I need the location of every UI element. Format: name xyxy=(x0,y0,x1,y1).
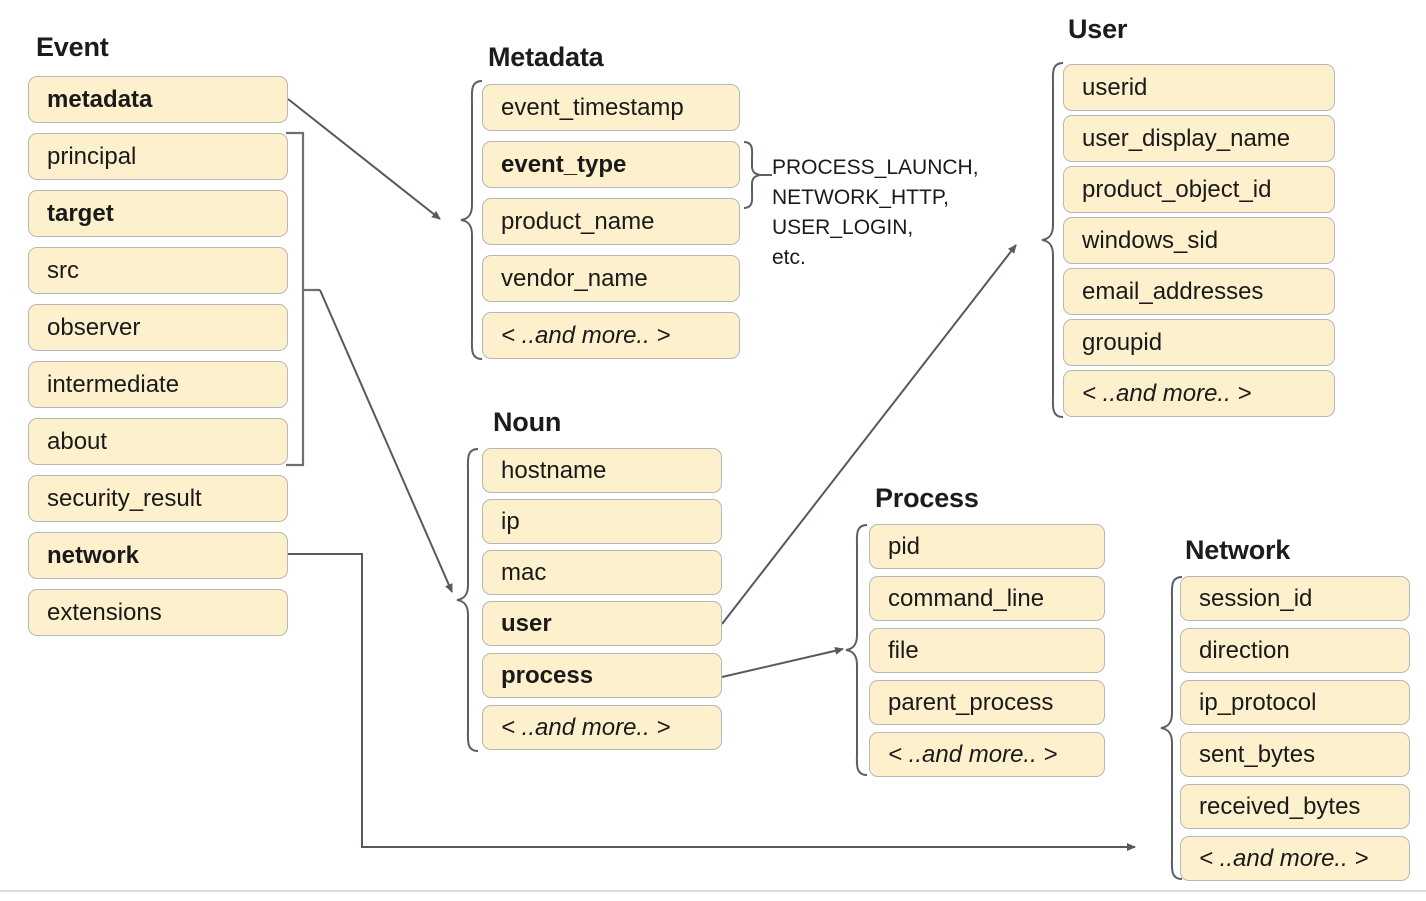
brace-process xyxy=(845,524,868,776)
brace-user xyxy=(1041,62,1064,418)
field-network-sent-bytes[interactable]: sent_bytes xyxy=(1180,732,1410,777)
field-metadata-and-more[interactable]: < ..and more.. > xyxy=(482,312,740,359)
field-event-target[interactable]: target xyxy=(28,190,288,237)
field-process-and-more[interactable]: < ..and more.. > xyxy=(869,732,1105,777)
group-title-event: Event xyxy=(36,32,109,62)
field-network-direction[interactable]: direction xyxy=(1180,628,1410,673)
field-user-product-object-id[interactable]: product_object_id xyxy=(1063,166,1335,213)
field-noun-and-more[interactable]: < ..and more.. > xyxy=(482,705,722,750)
connector-noun xyxy=(319,289,453,593)
field-noun-ip[interactable]: ip xyxy=(482,499,722,544)
field-user-userid[interactable]: userid xyxy=(1063,64,1335,111)
field-noun-process[interactable]: process xyxy=(482,653,722,698)
group-title-process: Process xyxy=(875,483,979,513)
event-type-values-note: PROCESS_LAUNCH, NETWORK_HTTP, USER_LOGIN… xyxy=(772,156,979,269)
field-metadata-event-type[interactable]: event_type xyxy=(482,141,740,188)
brace-network xyxy=(1160,576,1183,880)
event-noun-bracket xyxy=(286,131,305,467)
field-event-principal[interactable]: principal xyxy=(28,133,288,180)
field-event-about[interactable]: about xyxy=(28,418,288,465)
field-user-user-display-name[interactable]: user_display_name xyxy=(1063,115,1335,162)
field-user-email-addresses[interactable]: email_addresses xyxy=(1063,268,1335,315)
field-process-command-line[interactable]: command_line xyxy=(869,576,1105,621)
field-network-and-more[interactable]: < ..and more.. > xyxy=(1180,836,1410,881)
brace-event-type-values xyxy=(743,141,761,209)
field-event-security-result[interactable]: security_result xyxy=(28,475,288,522)
connector-process xyxy=(721,646,844,678)
field-network-session-id[interactable]: session_id xyxy=(1180,576,1410,621)
field-noun-user[interactable]: user xyxy=(482,601,722,646)
brace-metadata xyxy=(460,80,483,360)
field-event-network[interactable]: network xyxy=(28,532,288,579)
field-user-groupid[interactable]: groupid xyxy=(1063,319,1335,366)
group-title-metadata: Metadata xyxy=(488,42,604,72)
field-user-windows-sid[interactable]: windows_sid xyxy=(1063,217,1335,264)
field-noun-mac[interactable]: mac xyxy=(482,550,722,595)
field-noun-hostname[interactable]: hostname xyxy=(482,448,722,493)
field-process-parent-process[interactable]: parent_process xyxy=(869,680,1105,725)
field-event-intermediate[interactable]: intermediate xyxy=(28,361,288,408)
connector-metadata xyxy=(287,98,441,220)
field-event-metadata[interactable]: metadata xyxy=(28,76,288,123)
field-event-extensions[interactable]: extensions xyxy=(28,589,288,636)
group-title-user: User xyxy=(1068,14,1128,44)
field-event-observer[interactable]: observer xyxy=(28,304,288,351)
group-title-network: Network xyxy=(1185,535,1291,565)
field-user-and-more[interactable]: < ..and more.. > xyxy=(1063,370,1335,417)
brace-noun xyxy=(456,448,479,752)
field-network-ip-protocol[interactable]: ip_protocol xyxy=(1180,680,1410,725)
field-event-src[interactable]: src xyxy=(28,247,288,294)
field-metadata-event-timestamp[interactable]: event_timestamp xyxy=(482,84,740,131)
field-metadata-product-name[interactable]: product_name xyxy=(482,198,740,245)
field-network-received-bytes[interactable]: received_bytes xyxy=(1180,784,1410,829)
group-title-noun: Noun xyxy=(493,407,562,437)
field-process-pid[interactable]: pid xyxy=(869,524,1105,569)
field-metadata-vendor-name[interactable]: vendor_name xyxy=(482,255,740,302)
field-process-file[interactable]: file xyxy=(869,628,1105,673)
